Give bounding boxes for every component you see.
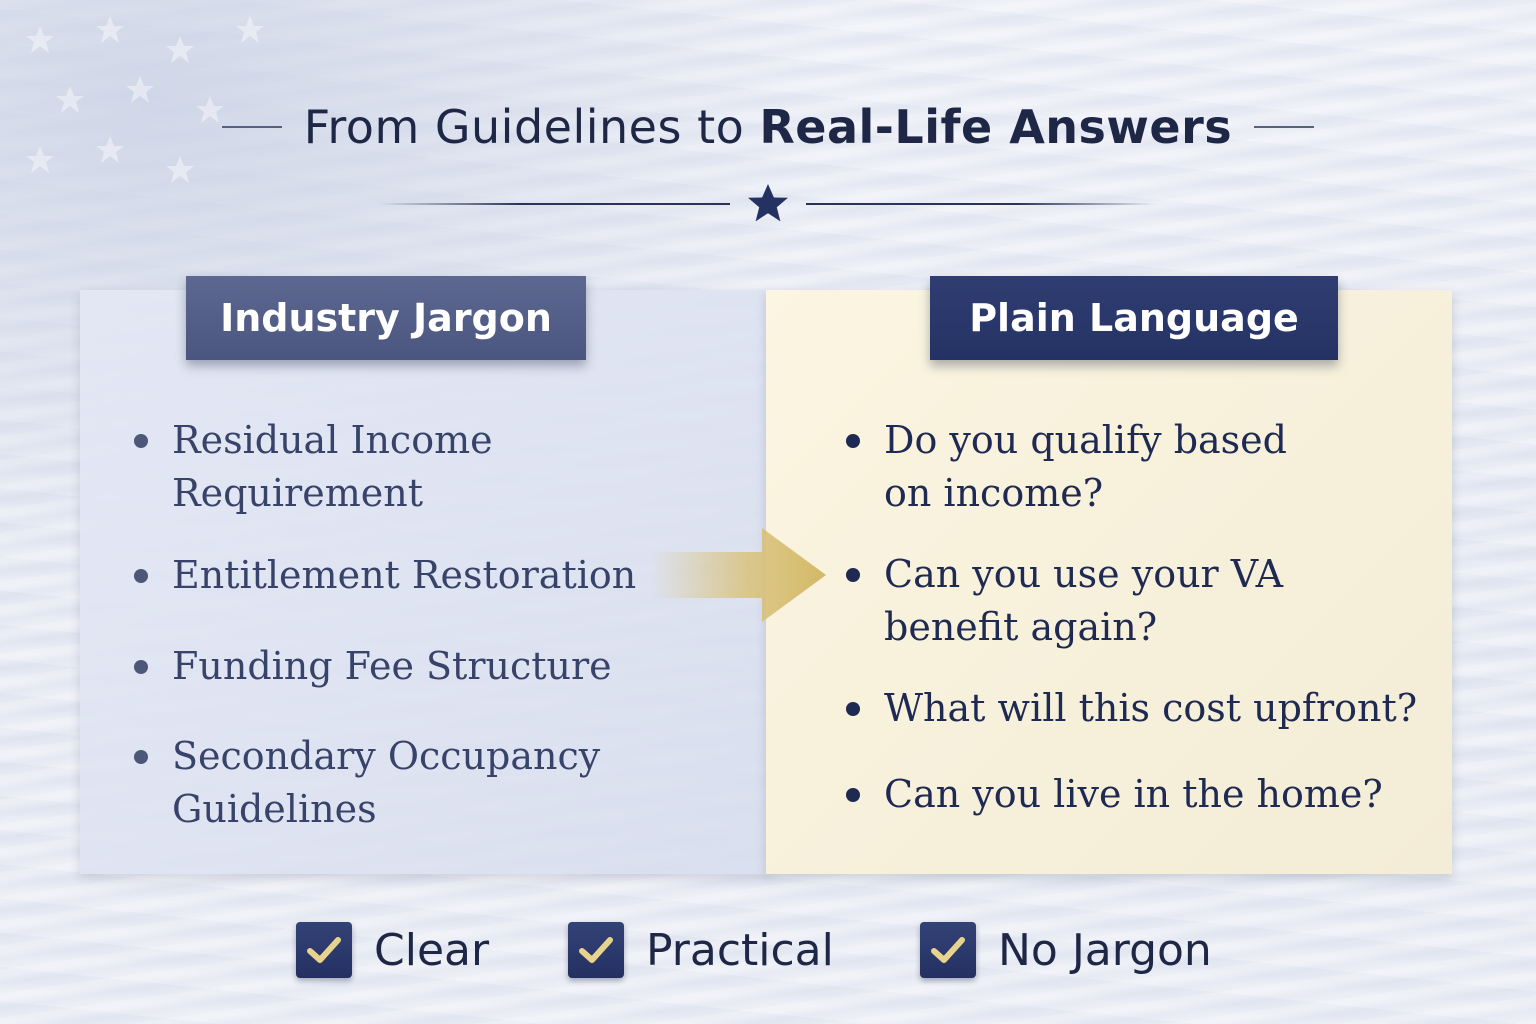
checkmark-icon	[579, 937, 613, 963]
check-item-no-jargon: No Jargon	[920, 918, 1212, 982]
list-item-line: Can you live in the home?	[884, 772, 1383, 816]
check-label: Clear	[374, 924, 490, 976]
checkbox-checked-icon	[920, 922, 976, 978]
bullet-icon	[846, 702, 860, 716]
checkbox-checked-icon	[568, 922, 624, 978]
check-label: Practical	[646, 924, 834, 976]
star-icon	[748, 184, 788, 222]
plain-language-label-badge: Plain Language	[930, 276, 1338, 360]
list-item: Secondary Occupancy Guidelines	[134, 730, 654, 836]
list-item-line: Do you qualify based	[884, 418, 1287, 462]
check-item-clear: Clear	[296, 918, 489, 982]
page-title-regular: From Guidelines to	[303, 100, 745, 154]
divider-right-line	[806, 203, 1156, 205]
checkmark-icon	[307, 937, 341, 963]
benefits-row: Clear Practical No Jargon	[296, 918, 1236, 982]
list-item-line: Can you use your VA	[884, 552, 1284, 596]
list-item-line: on income?	[884, 471, 1104, 515]
list-item-line: What will this cost upfront?	[884, 686, 1418, 730]
bullet-icon	[134, 660, 148, 674]
list-item: What will this cost upfront?	[846, 682, 1426, 735]
list-item-line: Requirement	[172, 471, 423, 515]
list-item: Funding Fee Structure	[134, 640, 654, 693]
list-item: Residual Income Requirement	[134, 414, 654, 520]
title-right-rule	[1254, 126, 1315, 128]
title-row: From Guidelines to Real-Life Answers	[0, 100, 1536, 154]
bullet-icon	[134, 434, 148, 448]
bullet-icon	[134, 750, 148, 764]
bullet-icon	[134, 569, 148, 583]
arrow-right-icon	[650, 528, 826, 622]
list-item-line: Guidelines	[172, 787, 377, 831]
divider-left-line	[380, 203, 730, 205]
star-divider	[0, 182, 1536, 226]
list-item: Do you qualify based on income?	[846, 414, 1426, 520]
page-title: From Guidelines to Real-Life Answers	[304, 100, 1232, 154]
list-item: Can you live in the home?	[846, 768, 1426, 821]
bullet-icon	[846, 434, 860, 448]
list-item-line: benefit again?	[884, 605, 1158, 649]
list-item-line: Entitlement Restoration	[172, 553, 637, 597]
page-title-bold: Real-Life Answers	[759, 100, 1233, 154]
check-label: No Jargon	[998, 924, 1212, 976]
bullet-icon	[846, 568, 860, 582]
list-item-line: Secondary Occupancy	[172, 734, 601, 778]
title-left-rule	[221, 126, 282, 128]
check-item-practical: Practical	[568, 918, 834, 982]
bullet-icon	[846, 788, 860, 802]
list-item: Entitlement Restoration	[134, 549, 654, 602]
list-item-line: Residual Income	[172, 418, 493, 462]
checkbox-checked-icon	[296, 922, 352, 978]
list-item-line: Funding Fee Structure	[172, 644, 612, 688]
plain-language-panel	[766, 290, 1452, 874]
jargon-label-badge: Industry Jargon	[186, 276, 586, 360]
list-item: Can you use your VA benefit again?	[846, 548, 1426, 654]
checkmark-icon	[931, 937, 965, 963]
